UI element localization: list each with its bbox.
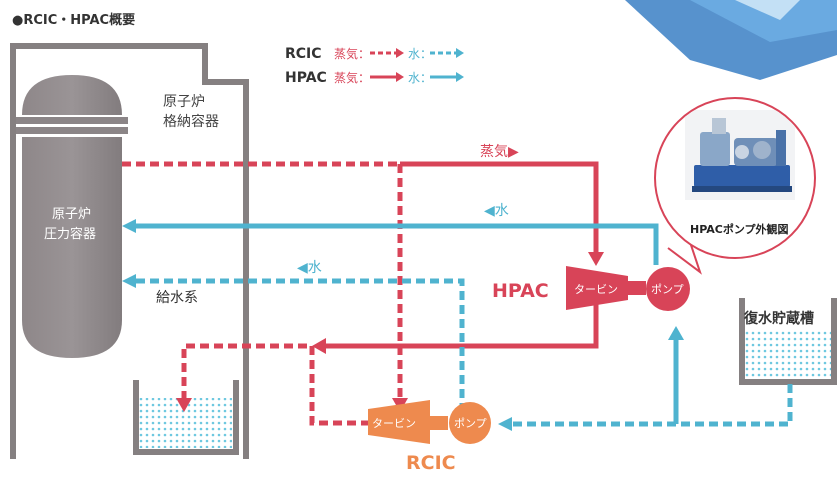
legend-rcic-name: RCIC — [285, 46, 322, 62]
legend-hpac-water-arrow — [456, 72, 464, 82]
diagram-title: ●RCIC・HPAC概要 — [12, 12, 135, 28]
pressure-vessel — [16, 75, 128, 358]
hpac-unit: HPAC タービン ポンプ — [492, 266, 690, 311]
legend-hpac-name: HPAC — [285, 70, 327, 86]
hpac-shaft — [628, 281, 646, 295]
rcic-pump — [449, 402, 491, 444]
rcic-suction-arrow — [498, 417, 512, 431]
rcic-steam-line — [122, 161, 403, 426]
vessel-label-line2: 圧力容器 — [44, 226, 96, 242]
rcic-label: RCIC — [406, 452, 456, 474]
vessel-label-line1: 原子炉 — [52, 207, 91, 222]
hpac-pump-label: ポンプ — [651, 283, 684, 296]
hpac-turbine-label: タービン — [574, 283, 618, 296]
containment-label-line1: 原子炉 — [163, 94, 205, 110]
hpac-pump-photo — [685, 110, 795, 200]
rcic-water-label: ◀水 — [297, 260, 322, 276]
legend-rcic-steam-label: 蒸気： — [334, 46, 370, 61]
suppression-pool — [133, 380, 239, 455]
rcic-turbine-label: タービン — [372, 417, 416, 430]
legend-hpac-water-label: 水： — [408, 71, 432, 85]
photo-caption: HPACポンプ外観図 — [690, 222, 789, 236]
hpac-water-label: ◀水 — [484, 203, 509, 219]
tank-label: 復水貯蔵槽 — [743, 310, 814, 327]
legend: RCIC 蒸気： 水： HPAC 蒸気： 水： — [285, 46, 464, 86]
rcic-pump-label: ポンプ — [454, 417, 487, 430]
hpac-water-line — [130, 223, 679, 424]
rcic-unit: タービン ポンプ RCIC — [368, 400, 491, 474]
corner-decoration — [625, 0, 837, 80]
hpac-water-arrow — [122, 219, 136, 233]
hpac-photo-callout: HPACポンプ外観図 — [654, 97, 816, 275]
legend-rcic-water-arrow — [456, 48, 464, 58]
rcic-water-line — [130, 278, 793, 427]
legend-rcic-water-label: 水： — [408, 47, 432, 61]
legend-rcic-steam-arrow — [396, 48, 404, 58]
containment-label-line2: 格納容器 — [163, 113, 219, 130]
hpac-steam-label: 蒸気▶ — [480, 144, 519, 160]
rcic-exhaust-arrow — [176, 398, 192, 412]
hpac-turbine — [566, 266, 628, 310]
containment-wall — [10, 43, 249, 459]
legend-hpac-steam-arrow — [396, 72, 404, 82]
legend-hpac-steam-label: 蒸気： — [334, 70, 370, 85]
feedwater-label: 給水系 — [156, 290, 198, 306]
hpac-suction-arrow — [668, 326, 684, 340]
rcic-water-arrow — [122, 274, 136, 288]
rcic-shaft — [430, 416, 448, 430]
hpac-pump — [646, 267, 690, 311]
condensate-storage-tank — [739, 298, 837, 385]
hpac-steam-line — [312, 161, 604, 354]
rcic-turbine — [368, 400, 430, 444]
hpac-label: HPAC — [492, 280, 549, 302]
